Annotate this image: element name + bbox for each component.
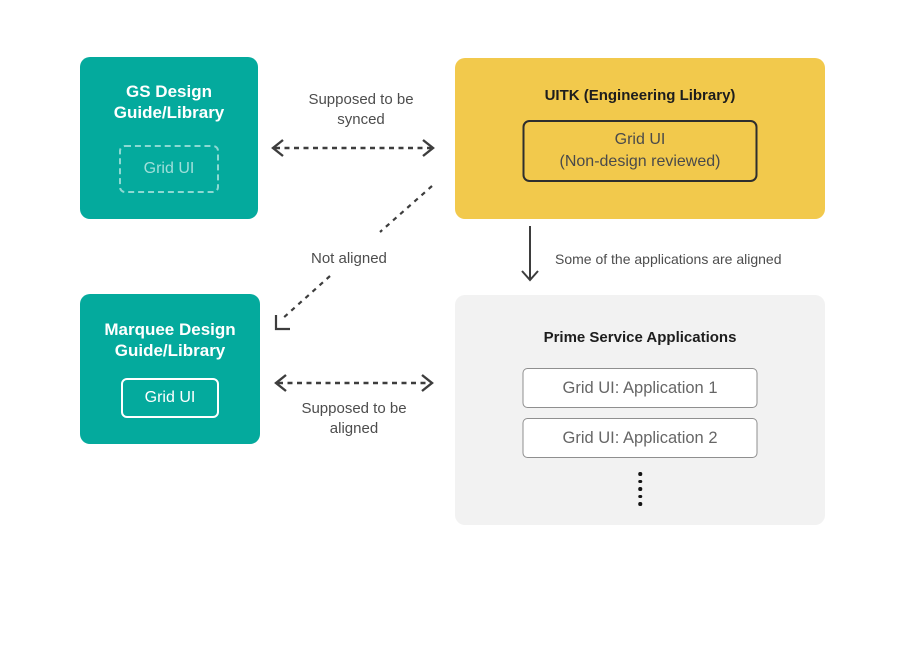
- app-chip-application-1: Grid UI: Application 1: [522, 368, 758, 408]
- uitk-title: UITK (Engineering Library): [544, 87, 736, 104]
- uitk-grid-ui-line2: (Non-design reviewed): [559, 153, 721, 170]
- uitk-grid-ui-line1: Grid UI: [614, 131, 666, 148]
- gs-grid-ui-chip: Grid UI: [119, 145, 219, 193]
- uitk-grid-ui-chip: Grid UI (Non-design reviewed): [522, 120, 758, 182]
- gs-design-title: GS Design Guide/Library: [113, 82, 225, 122]
- partially-aligned-arrow: [521, 226, 539, 282]
- gs-grid-ui-label: Grid UI: [143, 160, 195, 177]
- aligned-arrow: [274, 374, 434, 392]
- marquee-title: Marquee Design Guide/Library: [104, 320, 236, 360]
- marquee-grid-ui-chip: Grid UI: [121, 378, 219, 418]
- synced-label: Supposed to be synced: [308, 91, 414, 128]
- app-1-label: Grid UI: Application 1: [562, 378, 718, 397]
- synced-arrow: [271, 139, 435, 157]
- not-aligned-label: Not aligned: [311, 250, 387, 267]
- aligned-label: Supposed to be aligned: [301, 400, 407, 437]
- marquee-grid-ui-label: Grid UI: [144, 389, 196, 406]
- prime-service-node: Prime Service Applications Grid UI: Appl…: [455, 295, 825, 525]
- gs-design-node: GS Design Guide/Library Grid UI: [80, 57, 258, 219]
- prime-service-title: Prime Service Applications: [543, 329, 737, 346]
- app-chip-application-2: Grid UI: Application 2: [522, 418, 758, 458]
- marquee-node: Marquee Design Guide/Library Grid UI: [80, 294, 260, 444]
- app-2-label: Grid UI: Application 2: [562, 428, 718, 447]
- partially-aligned-label: Some of the applications are aligned: [555, 251, 782, 267]
- more-apps-ellipsis-icon: [638, 472, 642, 506]
- uitk-node: UITK (Engineering Library) Grid UI (Non-…: [455, 58, 825, 219]
